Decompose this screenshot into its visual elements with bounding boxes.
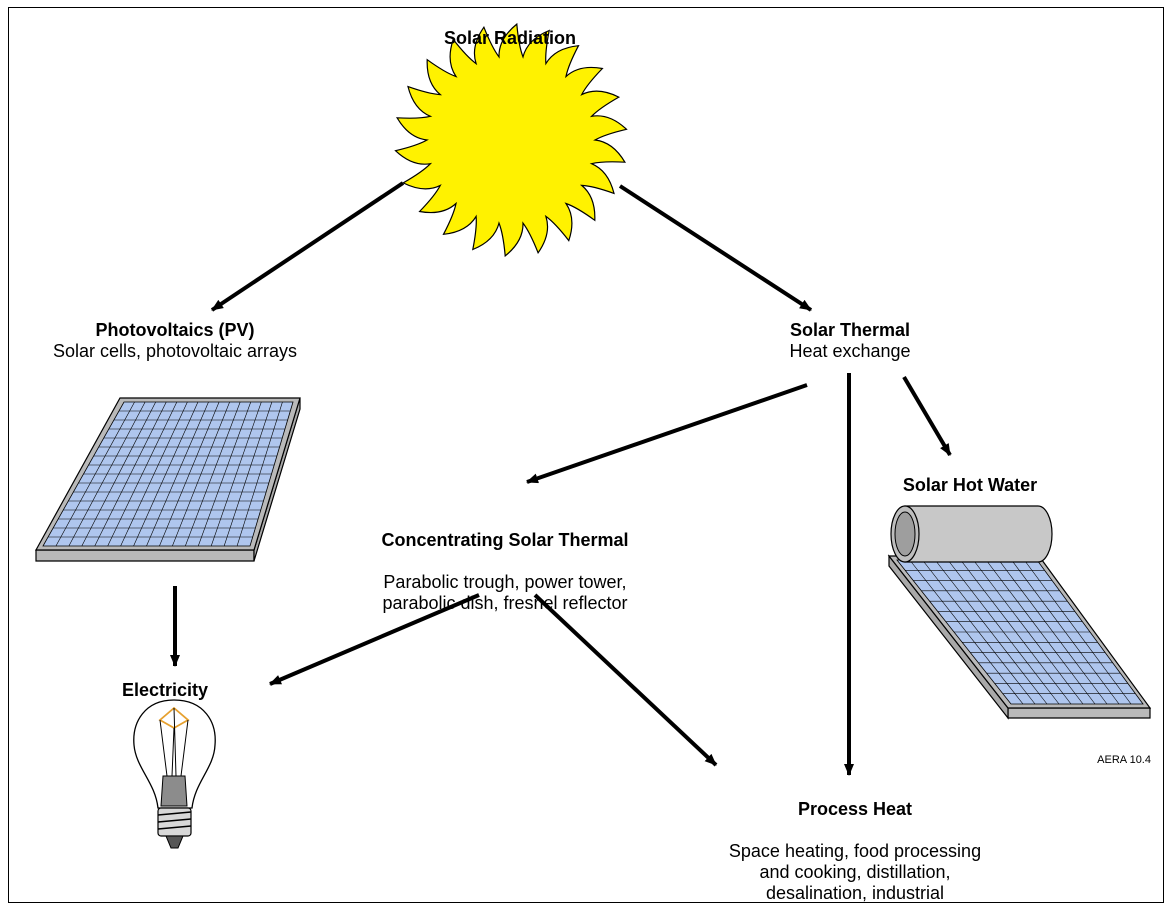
node-title: Concentrating Solar Thermal <box>381 530 629 550</box>
node-subtitle: Solar cells, photovoltaic arrays <box>52 341 298 361</box>
node-title: Solar Thermal <box>789 320 911 340</box>
arrow-thermal-to-hotwater <box>902 375 952 457</box>
solar-panel-icon <box>34 397 301 562</box>
node-process-heat: Process Heat Space heating, food process… <box>690 778 1020 905</box>
node-solar-hot-water: Solar Hot Water <box>860 475 1080 496</box>
node-concentrating-solar-thermal: Concentrating Solar Thermal Parabolic tr… <box>345 509 665 635</box>
node-title: Solar Hot Water <box>902 475 1038 495</box>
arrow-concentrating-to-electricity <box>269 593 480 686</box>
node-title: Solar Radiation <box>443 28 577 48</box>
arrow-concentrating-to-processheat <box>533 593 718 767</box>
node-title: Process Heat <box>797 799 913 819</box>
arrow-thermal-to-concentrating <box>526 383 808 484</box>
light-bulb-icon <box>133 699 216 849</box>
solar-water-heater-icon <box>887 505 1152 720</box>
node-subtitle: Parabolic trough, power tower, parabolic… <box>382 572 628 613</box>
node-title: Photovoltaics (PV) <box>95 320 255 340</box>
node-photovoltaics: Photovoltaics (PV) Solar cells, photovol… <box>0 320 350 362</box>
node-solar-thermal: Solar Thermal Heat exchange <box>730 320 970 362</box>
sun-icon <box>394 22 628 258</box>
node-title: Electricity <box>121 680 209 700</box>
diagram-frame <box>8 7 1164 903</box>
figure-credit: AERA 10.4 <box>1097 754 1151 766</box>
node-subtitle: Space heating, food processing and cooki… <box>728 841 982 905</box>
node-solar-radiation: Solar Radiation <box>395 28 625 49</box>
arrows <box>170 181 952 776</box>
node-subtitle: Heat exchange <box>789 341 911 361</box>
arrow-radiation-to-pv <box>210 181 405 312</box>
node-electricity: Electricity <box>95 680 235 701</box>
arrow-radiation-to-thermal <box>618 184 813 312</box>
